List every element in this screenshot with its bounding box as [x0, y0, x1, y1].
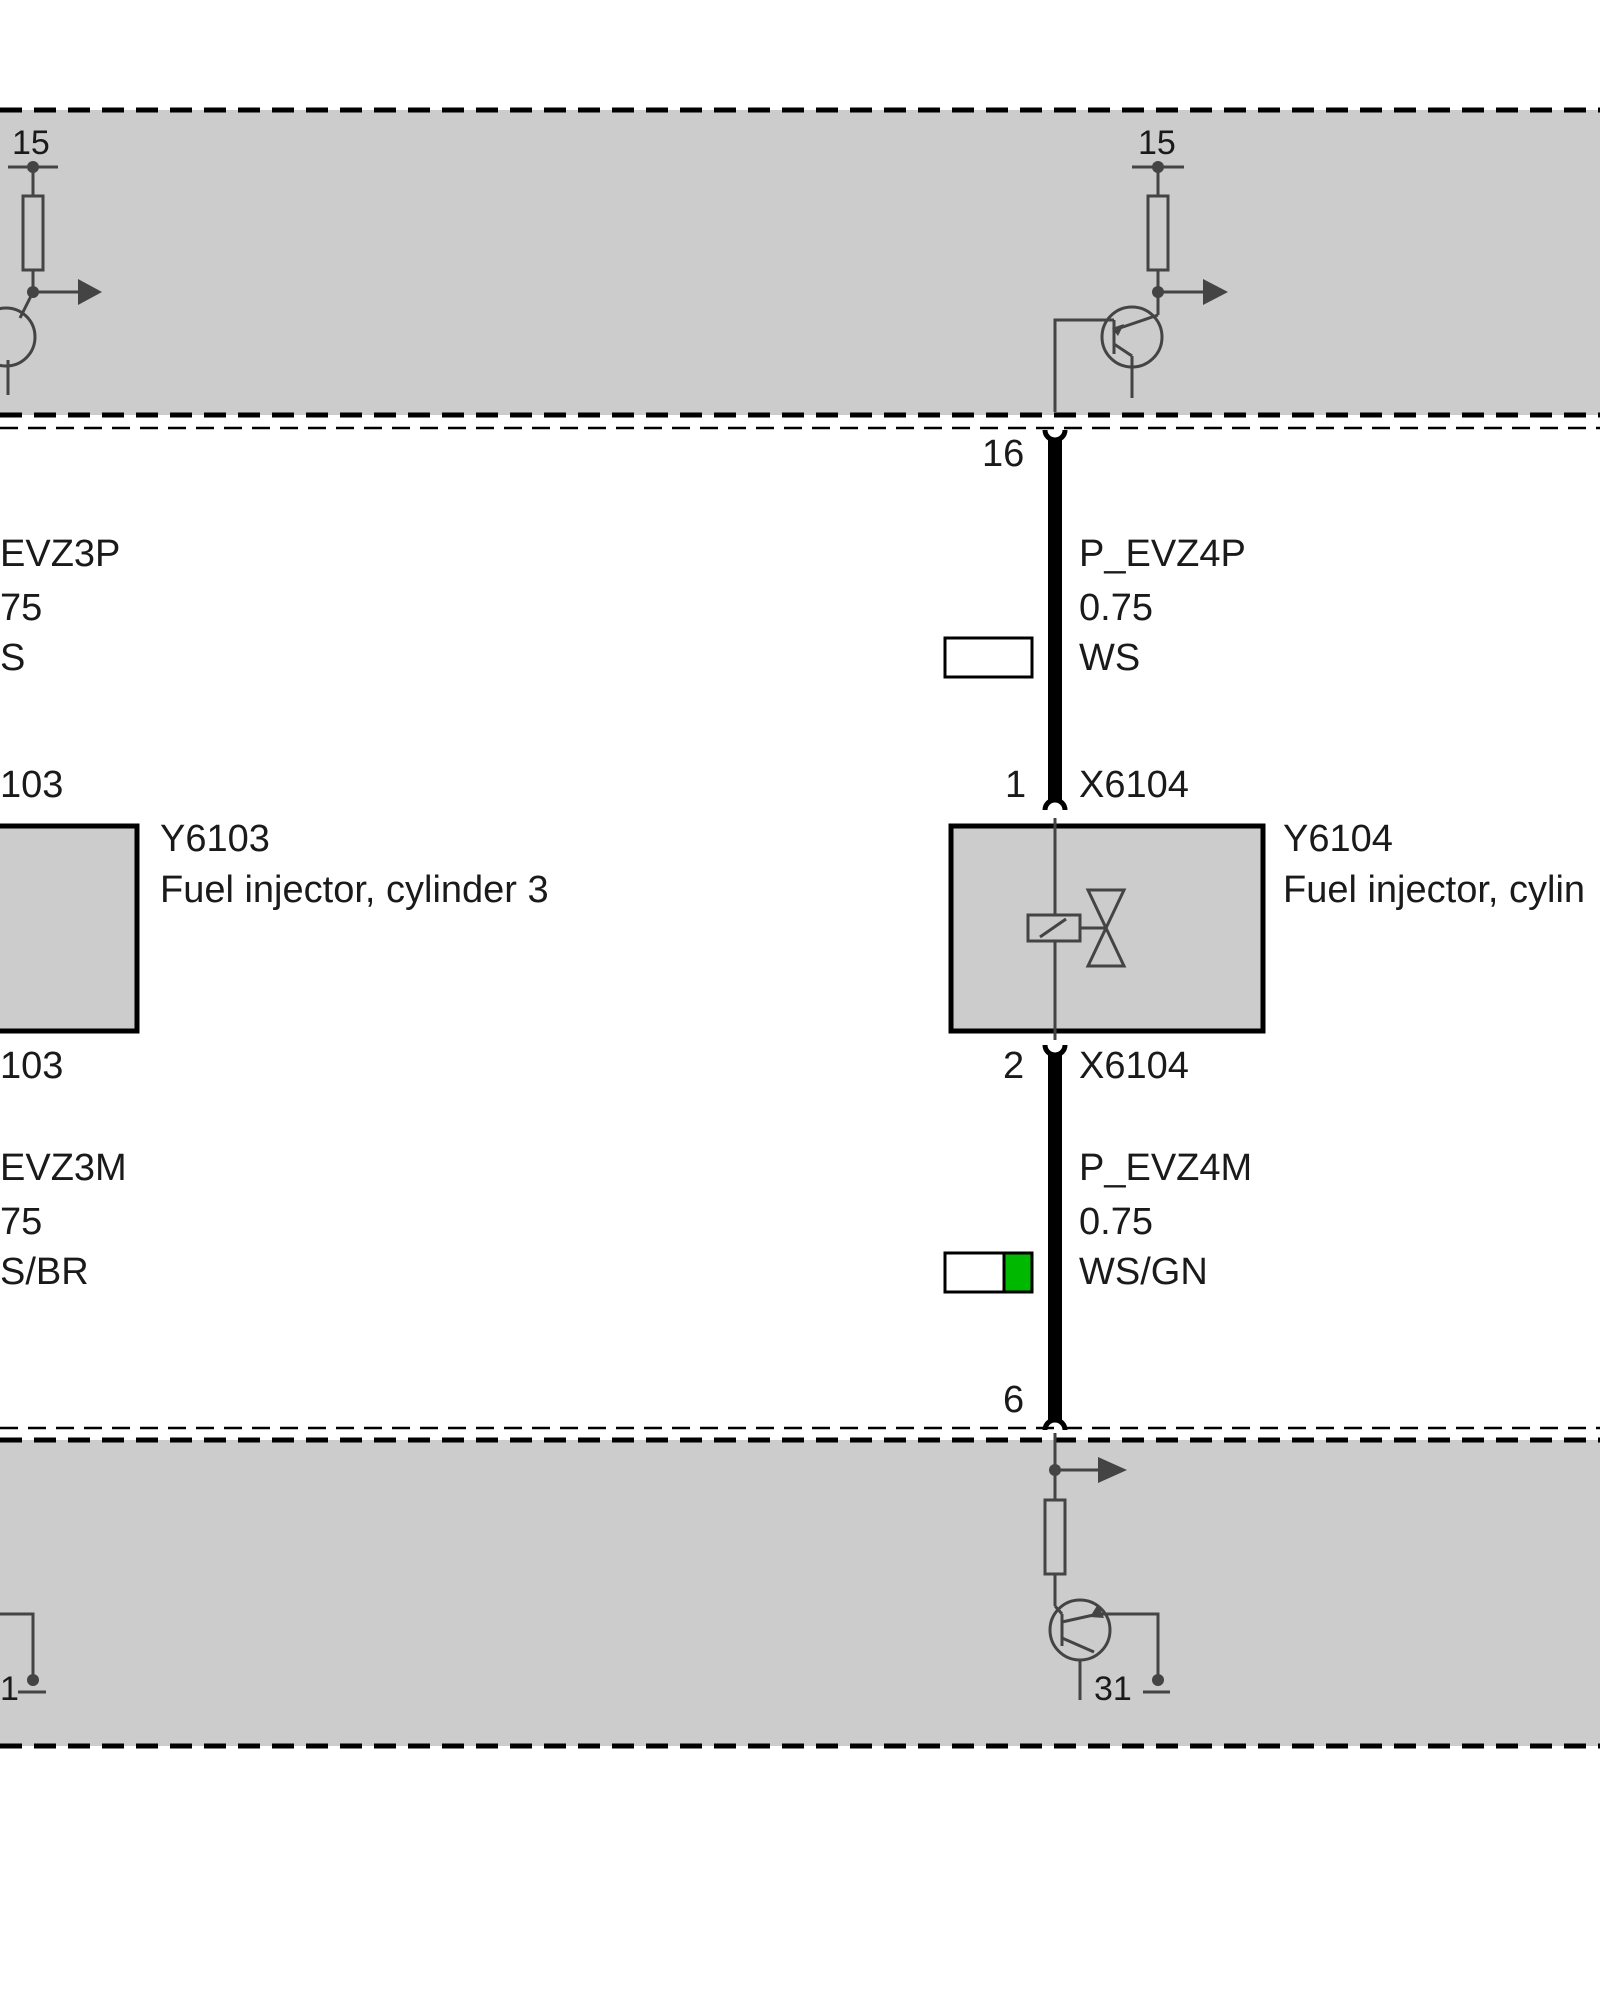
right-pullup-resistor [1146, 194, 1170, 272]
left-injector-box [0, 823, 140, 1034]
bottom-control-module: 1 31 [0, 1426, 1600, 1749]
left-supply-terminal: 15 [12, 124, 50, 162]
left-ground-terminal: 1 [0, 1670, 19, 1708]
right-module-top-pin: 16 [982, 433, 1024, 475]
right-component-desc: Fuel injector, cylin [1283, 869, 1585, 911]
left-pullup-resistor [21, 194, 45, 272]
right-bottom-connector-cup [1042, 1417, 1068, 1431]
left-lowside-circuit: 1 [0, 1612, 46, 1708]
right-module-bottom-pin: 6 [1003, 1379, 1024, 1421]
right-connector-top: X6104 [1079, 764, 1189, 806]
right-wire-bottom-color: WS/GN [1079, 1251, 1208, 1293]
right-feedback-arrow-icon [1098, 1457, 1127, 1483]
right-ground-terminal: 31 [1094, 1670, 1132, 1708]
left-connector-top: 103 [0, 764, 63, 806]
left-driver-circuit: 15 [0, 124, 102, 395]
left-wire-bottom-size: 75 [0, 1201, 42, 1243]
right-component-id: Y6104 [1283, 818, 1393, 860]
injector-solenoid-valve-icon [1026, 888, 1127, 968]
right-wire-top-color: WS [1079, 637, 1140, 679]
left-connector-bottom: 103 [0, 1045, 63, 1087]
left-wire-bottom-color: S/BR [0, 1251, 89, 1293]
left-column: EVZ3P 75 S 103 Y6103 Fuel injector, cyli… [0, 533, 549, 1293]
bottom-module-box [0, 1440, 1600, 1746]
left-wire-bottom-name: EVZ3M [0, 1147, 127, 1189]
right-supply-terminal: 15 [1138, 124, 1176, 162]
left-transistor-icon [0, 306, 37, 368]
left-wire-top-size: 75 [0, 587, 42, 629]
right-output-arrow-icon [1203, 279, 1228, 305]
right-wire-bottom-name: P_EVZ4M [1079, 1147, 1252, 1189]
left-component-desc: Fuel injector, cylinder 3 [160, 869, 549, 911]
right-top-connector-cup [1042, 429, 1068, 443]
right-connector-bottom-pin: 2 [1003, 1045, 1024, 1087]
right-wire-top-color-swatch [943, 636, 1034, 679]
right-shunt-resistor [1043, 1498, 1067, 1576]
right-wire-top-name: P_EVZ4P [1079, 533, 1246, 575]
right-lowside-circuit: 31 [1043, 1433, 1170, 1708]
top-module-box [0, 110, 1600, 415]
right-wire-top-size: 0.75 [1079, 587, 1153, 629]
left-component-id: Y6103 [160, 818, 270, 860]
right-injector-top-cup [1042, 797, 1068, 811]
left-wire-top-color: S [0, 637, 25, 679]
right-connector-bottom: X6104 [1079, 1045, 1189, 1087]
right-connector-top-pin: 1 [1005, 764, 1026, 806]
right-column: 16 P_EVZ4P 0.75 WS 1 X6104 Y6104 Fuel in… [943, 429, 1585, 1431]
right-wire-bottom-color-swatch [943, 1251, 1034, 1294]
right-driver-circuit: 15 [1053, 124, 1228, 412]
left-output-arrow-icon [78, 279, 102, 305]
top-control-module: 15 15 [0, 107, 1600, 430]
right-wire-bottom-size: 0.75 [1079, 1201, 1153, 1243]
right-injector-bottom-cup [1042, 1044, 1068, 1058]
left-wire-top-name: EVZ3P [0, 533, 120, 575]
